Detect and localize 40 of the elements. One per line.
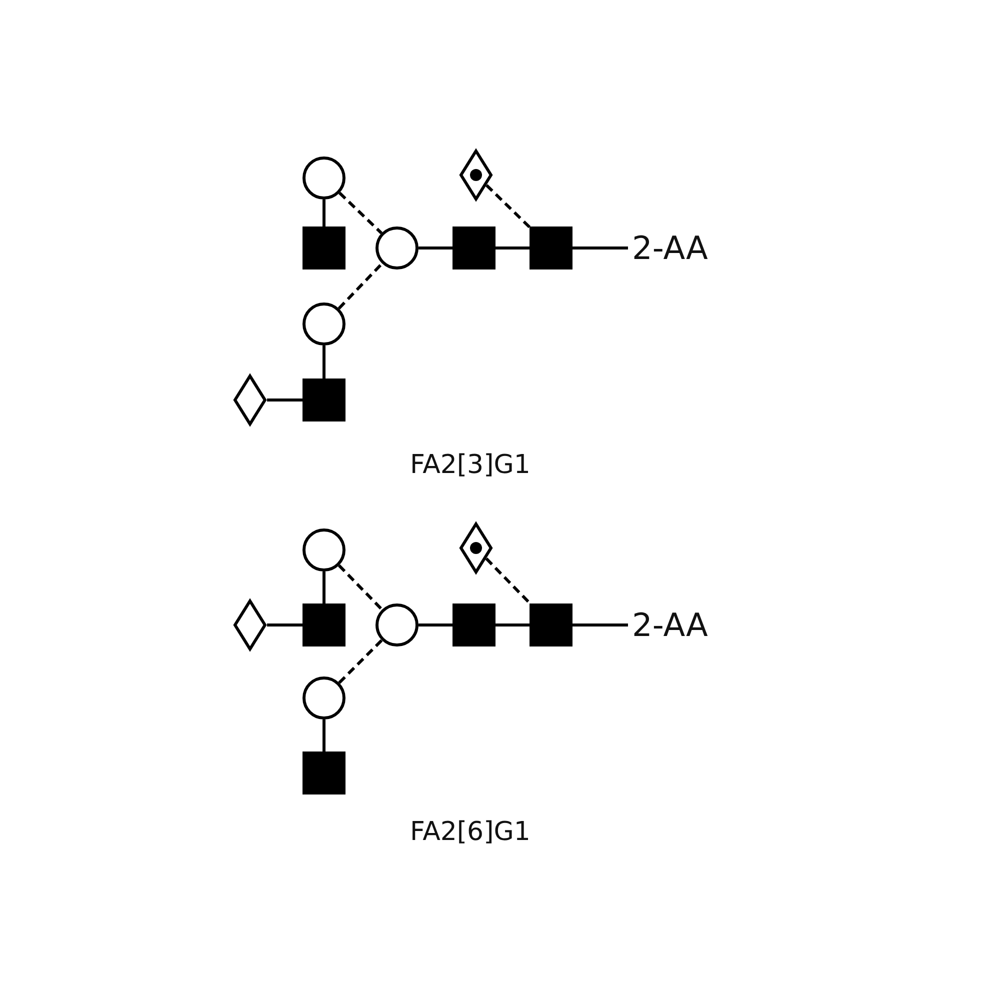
circle-symbol <box>376 604 418 646</box>
connector <box>322 200 326 226</box>
square-symbol <box>302 604 346 646</box>
square-symbol <box>452 226 496 270</box>
circle-symbol <box>302 302 346 346</box>
dashed-connector <box>338 192 383 234</box>
circle-symbol <box>302 156 346 200</box>
connector <box>572 624 628 626</box>
square-symbol <box>530 604 572 646</box>
label-text: 2-AA <box>632 609 708 641</box>
dotted-diamond-symbol <box>459 148 493 202</box>
dashed-connector <box>338 262 384 310</box>
structure-name: FA2[6]G1 <box>410 819 530 845</box>
structure-name: FA2[3]G1 <box>410 452 530 478</box>
diamond-symbol <box>233 373 267 427</box>
label-text: 2-AA <box>632 232 708 264</box>
circle-symbol <box>302 676 346 720</box>
connector <box>267 398 302 402</box>
dashed-connector <box>338 564 384 611</box>
dotted-diamond-symbol <box>459 521 493 575</box>
circle-symbol <box>302 528 346 572</box>
connector <box>267 624 302 626</box>
dashed-connector <box>486 184 531 228</box>
square-symbol <box>302 378 346 422</box>
connector <box>496 246 530 250</box>
circle-symbol <box>376 226 418 270</box>
connector <box>572 246 628 250</box>
dashed-connector <box>485 558 532 605</box>
connector <box>322 346 326 378</box>
connector <box>418 246 452 250</box>
square-symbol <box>452 604 496 646</box>
connector <box>322 720 326 752</box>
connector <box>496 624 530 626</box>
square-symbol <box>302 226 346 270</box>
diamond-symbol <box>233 598 267 652</box>
connector <box>322 572 326 604</box>
square-symbol <box>302 752 346 794</box>
square-symbol <box>530 226 572 270</box>
connector <box>418 624 452 626</box>
dashed-connector <box>338 639 383 684</box>
